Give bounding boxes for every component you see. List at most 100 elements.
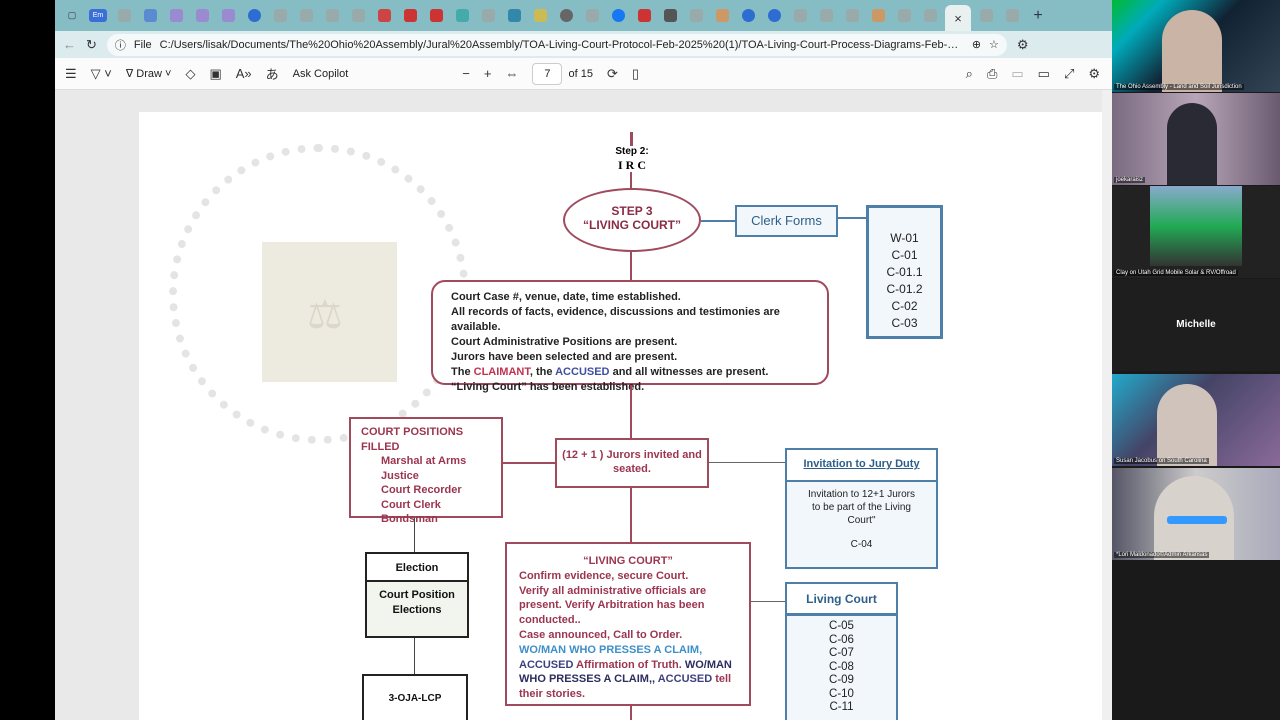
tab[interactable] bbox=[347, 7, 369, 25]
tab[interactable] bbox=[789, 7, 811, 25]
tab[interactable] bbox=[815, 7, 837, 25]
ohio-shape-icon bbox=[262, 242, 397, 382]
tab[interactable] bbox=[763, 7, 785, 25]
text: and all witnesses are present. bbox=[609, 366, 769, 378]
scrollbar[interactable] bbox=[1102, 90, 1112, 720]
tab[interactable] bbox=[841, 7, 863, 25]
step2-sub: I R C bbox=[617, 158, 646, 172]
back-icon[interactable]: ← bbox=[63, 37, 76, 52]
tab[interactable] bbox=[477, 7, 499, 25]
tab[interactable] bbox=[919, 7, 941, 25]
case-established-box: Court Case #, venue, date, time establis… bbox=[431, 280, 829, 393]
tab[interactable] bbox=[555, 7, 577, 25]
fullscreen-icon[interactable]: ⤢ bbox=[1063, 65, 1075, 81]
tab[interactable] bbox=[295, 7, 317, 25]
text-box-icon[interactable]: ▣ bbox=[209, 65, 222, 81]
living-court-code: C-11 bbox=[829, 701, 854, 713]
tab[interactable] bbox=[113, 7, 135, 25]
page-count: of 15 bbox=[568, 67, 593, 80]
tab[interactable] bbox=[529, 7, 551, 25]
text: , the bbox=[529, 366, 556, 378]
draw-label: Draw bbox=[136, 68, 162, 80]
zoom-icon[interactable]: ⊕ bbox=[971, 39, 982, 51]
favorite-star-icon[interactable]: ☆ bbox=[989, 39, 999, 51]
tab-favicon: Em bbox=[89, 9, 107, 22]
form-code: C-02 bbox=[891, 299, 918, 313]
participant-name: The Ohio Assembly - Land and Soil Jurisd… bbox=[1114, 84, 1244, 90]
tab[interactable] bbox=[633, 7, 655, 25]
url-text[interactable]: C:/Users/lisak/Documents/The%20Ohio%20As… bbox=[159, 38, 964, 51]
participant-tile[interactable]: The Ohio Assembly - Land and Soil Jurisd… bbox=[1112, 0, 1280, 92]
tab[interactable] bbox=[975, 7, 997, 25]
new-tab-button[interactable]: + bbox=[1033, 6, 1043, 24]
tab[interactable] bbox=[373, 7, 395, 25]
highlight-icon[interactable]: ▽ ˅ bbox=[90, 65, 112, 81]
tab[interactable] bbox=[217, 7, 239, 25]
tab[interactable] bbox=[191, 7, 213, 25]
case-line: Jurors have been selected and are presen… bbox=[451, 351, 678, 363]
tab[interactable] bbox=[607, 7, 629, 25]
tab[interactable] bbox=[1001, 7, 1023, 25]
living-court-code: C-08 bbox=[829, 660, 854, 673]
participant-tile[interactable]: joekaraisz bbox=[1112, 93, 1280, 185]
court-position: Bondsman bbox=[381, 513, 438, 525]
pdf-toolbar: ☰ ▽ ˅ ∇ Draw ˅ ◇ ▣ A» あ Ask Copilot − + … bbox=[55, 58, 1112, 90]
tab[interactable] bbox=[165, 7, 187, 25]
rotate-icon[interactable]: ⟳ bbox=[606, 65, 618, 81]
tab[interactable] bbox=[139, 7, 161, 25]
tab[interactable] bbox=[269, 7, 291, 25]
settings-icon[interactable]: ⚙ bbox=[1088, 65, 1100, 81]
tab[interactable] bbox=[867, 7, 889, 25]
living-court-code: C-07 bbox=[829, 647, 854, 659]
participant-tile[interactable]: Clay on Utah Grid Mobile Solar & RV/Offr… bbox=[1112, 186, 1280, 278]
translate-icon[interactable]: あ bbox=[265, 67, 279, 82]
search-icon[interactable]: ⌕ bbox=[965, 65, 973, 81]
ask-copilot-button[interactable]: Ask Copilot bbox=[292, 67, 349, 80]
contents-icon[interactable]: ☰ bbox=[65, 65, 77, 81]
court-position: Marshal at Arms bbox=[381, 455, 467, 467]
form-code: C-01.2 bbox=[886, 282, 923, 296]
accused-text: ACCUSED bbox=[655, 673, 713, 686]
draw-button[interactable]: ∇ Draw ˅ bbox=[125, 68, 172, 80]
tab[interactable] bbox=[711, 7, 733, 25]
eraser-icon[interactable]: ◇ bbox=[185, 65, 196, 81]
participant-name: joekaraisz bbox=[1114, 177, 1146, 183]
tab-actions-icon[interactable]: ▢ bbox=[67, 10, 77, 20]
tab[interactable] bbox=[503, 7, 525, 25]
extensions-icon[interactable]: ⚙ bbox=[1016, 36, 1029, 52]
save-as-icon[interactable]: ▭ bbox=[1037, 65, 1050, 81]
print-icon[interactable]: ⎙ bbox=[986, 65, 998, 81]
refresh-icon[interactable]: ↻ bbox=[86, 36, 97, 52]
zoom-in-icon[interactable]: + bbox=[483, 66, 492, 81]
fit-page-icon[interactable]: ⇔ bbox=[505, 66, 519, 81]
read-aloud-icon[interactable]: A» bbox=[235, 66, 252, 81]
scales-icon: ⚖ bbox=[307, 293, 343, 337]
participant-tile[interactable]: *Lori Maldonado©Admin Arkansas bbox=[1112, 468, 1280, 560]
info-icon[interactable]: ⓘ bbox=[114, 39, 126, 52]
tab[interactable] bbox=[399, 7, 421, 25]
claim-text: WO/MAN WHO PRESSES A CLAIM,, bbox=[519, 658, 732, 686]
participant-tile[interactable]: Michelle bbox=[1112, 279, 1280, 371]
participant-tile[interactable]: Susan Jacobus on South Carolina bbox=[1112, 374, 1280, 466]
tab[interactable] bbox=[893, 7, 915, 25]
tab[interactable] bbox=[451, 7, 473, 25]
active-tab-close-button[interactable]: × bbox=[945, 5, 971, 31]
page-number-input[interactable]: 7 bbox=[532, 62, 563, 85]
lc-line: Confirm evidence, secure Court. bbox=[519, 569, 689, 582]
pdf-viewer[interactable]: ⚖ Step 2: I R C STEP 3 “LIVING COURT” Cl… bbox=[55, 90, 1112, 720]
tab[interactable] bbox=[685, 7, 707, 25]
address-bar[interactable]: ⓘ File C:/Users/lisak/Documents/The%20Oh… bbox=[106, 33, 1007, 56]
browser-window: ▢ Em × + ← ↻ ⓘ File C:/Users/lisak/Docum… bbox=[55, 0, 1112, 720]
tab[interactable] bbox=[321, 7, 343, 25]
tab[interactable] bbox=[243, 7, 265, 25]
tab[interactable]: Em bbox=[87, 7, 109, 25]
page-view-icon[interactable]: ▯ bbox=[631, 65, 640, 81]
save-icon[interactable]: ▭ bbox=[1011, 65, 1024, 81]
tab[interactable] bbox=[659, 7, 681, 25]
tab[interactable] bbox=[425, 7, 447, 25]
tab[interactable] bbox=[737, 7, 759, 25]
zoom-out-icon[interactable]: − bbox=[462, 66, 470, 81]
form-code: C-01 bbox=[891, 248, 918, 262]
tab[interactable] bbox=[581, 7, 603, 25]
